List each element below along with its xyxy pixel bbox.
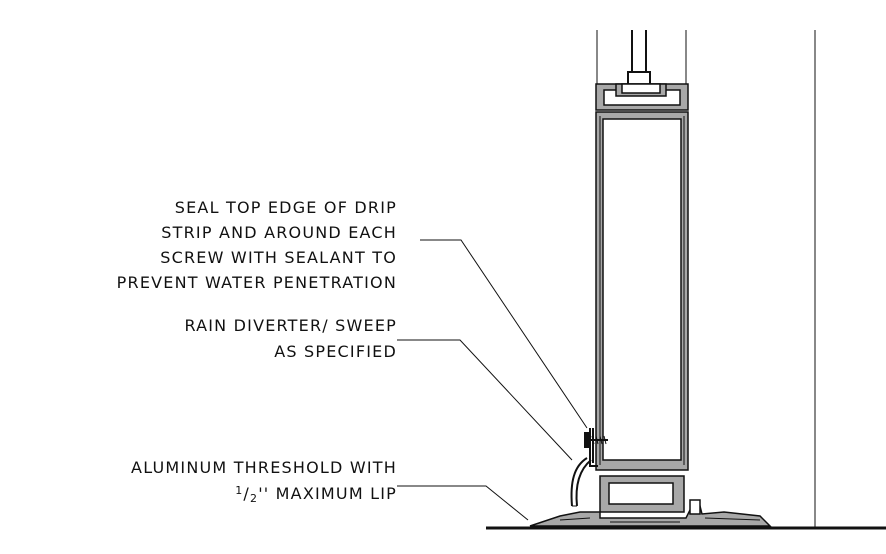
rain-note-line-1: RAIN DIVERTER/ SWEEP [184,316,397,335]
seal-note-line-4: PREVENT WATER PENETRATION [117,273,397,292]
seal-note: SEAL TOP EDGE OF DRIP STRIP AND AROUND E… [117,198,397,292]
seal-note-line-1: SEAL TOP EDGE OF DRIP [175,198,397,217]
glazing-stop [627,30,651,84]
threshold-note-line-2: 1/2'' MAXIMUM LIP [235,484,397,505]
threshold-note-line-2-text: '' MAXIMUM LIP [258,484,397,503]
fraction-slash: / [243,484,250,503]
rain-note: RAIN DIVERTER/ SWEEP AS SPECIFIED [184,316,397,361]
threshold-note-line-1: ALUMINUM THRESHOLD WITH [131,458,397,477]
rain-note-leader [397,339,573,461]
seal-note-leader [420,239,588,429]
top-rail-profile [595,83,689,111]
fraction-numerator: 1 [235,484,243,497]
threshold-note: ALUMINUM THRESHOLD WITH 1/2'' MAXIMUM LI… [131,458,397,505]
rain-note-line-2: AS SPECIFIED [274,342,397,361]
threshold-note-leader [397,485,529,521]
seal-note-line-3: SCREW WITH SEALANT TO [160,248,397,267]
fraction-denominator: 2 [250,492,258,505]
seal-note-line-2: STRIP AND AROUND EACH [161,223,397,242]
aluminum-threshold [529,499,772,527]
bottom-rail [599,475,685,513]
rain-diverter-sweep [570,428,598,507]
door-stile [595,111,689,471]
